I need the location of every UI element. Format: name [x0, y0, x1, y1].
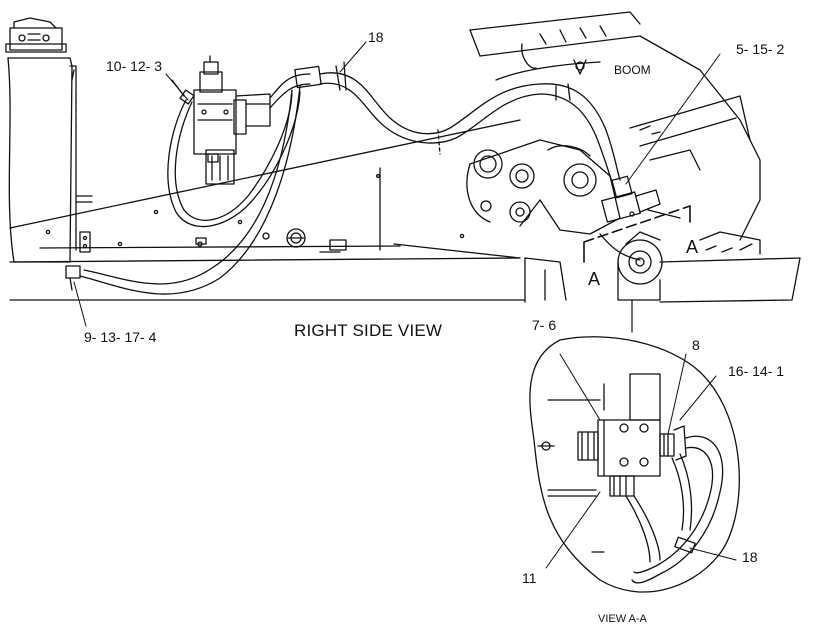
callout-7-6: 7- 6 — [532, 317, 557, 333]
callout-8: 8 — [692, 337, 700, 353]
callout-11: 11 — [522, 570, 537, 586]
tank-assembly — [5, 17, 93, 263]
callout-16-14-1: 16- 14- 1 — [728, 363, 785, 379]
callout-10-12-3: 10- 12- 3 — [106, 58, 163, 74]
callout-18-top: 18 — [368, 29, 384, 45]
section-line-a-a — [583, 205, 691, 333]
boom-valve — [601, 175, 681, 223]
boom-label: BOOM — [614, 63, 651, 77]
callout-5-15-2: 5- 15- 2 — [736, 41, 785, 57]
pump-assembly — [171, 55, 271, 185]
callout-18-detail: 18 — [742, 549, 758, 565]
hoses — [65, 61, 621, 295]
main-frame — [9, 119, 526, 303]
boom-assembly — [466, 11, 801, 303]
right-side-view-title: RIGHT SIDE VIEW — [294, 321, 443, 340]
leader-lines — [73, 41, 737, 569]
view-a-a-detail — [529, 336, 740, 593]
callout-9-13-17-4: 9- 13- 17- 4 — [84, 329, 157, 345]
section-letter-left: A — [588, 269, 601, 289]
view-a-a-title: VIEW A-A — [598, 613, 647, 625]
section-letter-right: A — [686, 237, 699, 257]
